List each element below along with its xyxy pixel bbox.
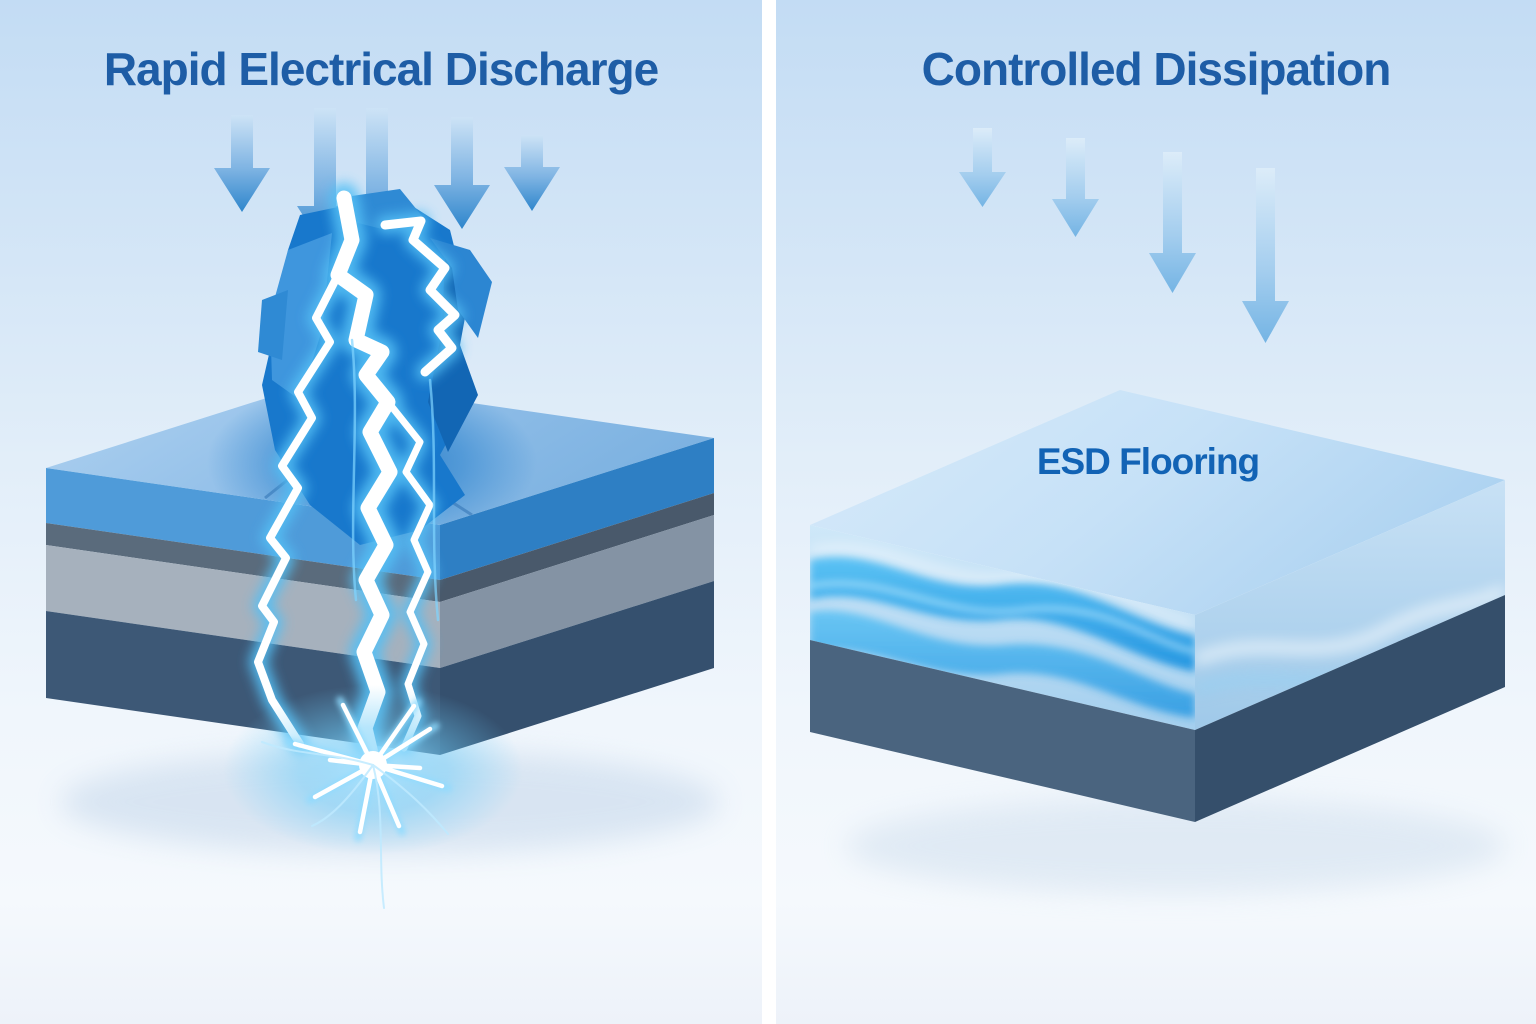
base-layer-side bbox=[1195, 595, 1505, 822]
starburst-icon bbox=[223, 685, 523, 909]
filament-cracks bbox=[350, 338, 440, 622]
down-arrow-icon bbox=[214, 115, 270, 212]
down-arrow-icon bbox=[504, 135, 560, 211]
down-arrow-icon bbox=[959, 128, 1006, 207]
right-panel-title: Controlled Dissipation bbox=[921, 43, 1392, 95]
layer-screed-front bbox=[46, 545, 440, 668]
dissipation-arrows bbox=[959, 128, 1289, 343]
base-layer-front bbox=[810, 640, 1195, 822]
down-arrow-icon bbox=[434, 117, 490, 229]
layer-base-side bbox=[440, 581, 714, 755]
esd-flooring-label: ESD Flooring bbox=[1036, 441, 1260, 482]
left-panel-title: Rapid Electrical Discharge bbox=[103, 43, 659, 95]
right-panel-controlled-dissipation: Controlled Dissipation ESD Flooring bbox=[776, 0, 1536, 1024]
down-arrow-icon bbox=[1052, 138, 1099, 237]
left-panel-graphic bbox=[46, 108, 720, 909]
slab-shadow bbox=[846, 798, 1506, 894]
layer-surface-front bbox=[46, 468, 440, 580]
panel-divider bbox=[762, 0, 776, 1024]
left-panel-rapid-discharge: Rapid Electrical Discharge bbox=[0, 0, 762, 1024]
wave-layer-front bbox=[810, 525, 1195, 730]
layer-membrane-front bbox=[46, 523, 440, 602]
layer-screed-side bbox=[440, 515, 714, 668]
down-arrow-icon bbox=[1242, 168, 1289, 343]
esd-floor-slab-icon bbox=[810, 390, 1505, 822]
layer-membrane-side bbox=[440, 493, 714, 602]
slab-top-face bbox=[810, 390, 1505, 615]
right-panel-graphic bbox=[810, 128, 1506, 894]
down-arrow-icon bbox=[1149, 152, 1196, 293]
layer-surface-side bbox=[440, 438, 714, 580]
